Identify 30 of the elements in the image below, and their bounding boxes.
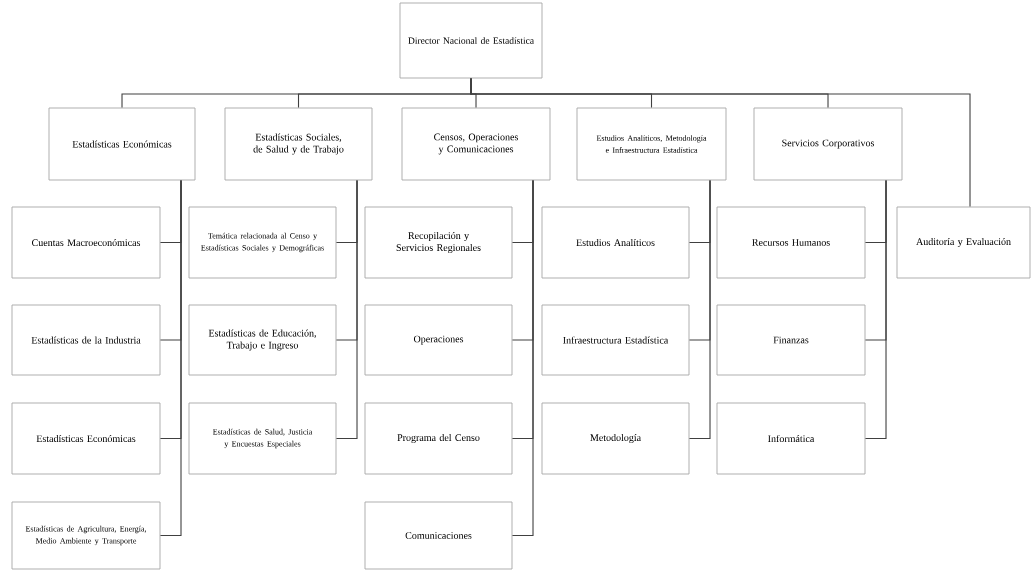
org-box: Programa del Censo <box>364 402 513 475</box>
connector-line <box>470 77 971 208</box>
org-box: Estadísticas de Salud, Justicia y Encuestas Especiales <box>188 402 337 475</box>
connector-line <box>864 179 887 440</box>
org-box: Infraestructura Estadística <box>541 304 690 376</box>
org-box: Auditoría y Evaluación <box>896 206 1031 279</box>
org-box: Cuentas Macroeconómicas <box>11 206 161 279</box>
org-box: Estadísticas Sociales, de Salud y de Trabajo <box>224 107 373 181</box>
org-box: Informática <box>716 402 866 475</box>
org-box: Metodología <box>541 402 690 475</box>
org-box: Estadísticas de Educación, Trabajo e Ingreso <box>188 304 337 376</box>
org-box: Finanzas <box>716 304 866 376</box>
org-box: Estadísticas de la Industria <box>11 304 161 376</box>
connector-line <box>335 179 358 440</box>
connector-line <box>159 179 182 537</box>
org-box: Estudios Analíticos <box>541 206 690 279</box>
org-box: Recursos Humanos <box>716 206 866 279</box>
org-box: Estadísticas Económicas <box>11 402 161 475</box>
connector-line <box>511 179 534 537</box>
org-box: Estadísticas de Agricultura, Energía, Medio Ambiente y Transporte <box>11 501 161 570</box>
org-box: Recopilación y Servicios Regionales <box>364 206 513 279</box>
connector-line <box>688 179 711 440</box>
org-box: Estudios Analíticos, Metodología e Infraestructura Estadística <box>576 107 727 181</box>
org-box: Censos, Operaciones y Comunicaciones <box>401 107 551 181</box>
org-box: Comunicaciones <box>364 501 513 570</box>
org-box: Servicios Corporativos <box>753 107 903 181</box>
org-box: Estadísticas Económicas <box>48 107 196 181</box>
org-box: Temática relacionada al Censo y Estadísticas Sociales y Demográficas <box>188 206 337 279</box>
org-box: Operaciones <box>364 304 513 376</box>
org-box: Director Nacional de Estadística <box>399 2 543 79</box>
